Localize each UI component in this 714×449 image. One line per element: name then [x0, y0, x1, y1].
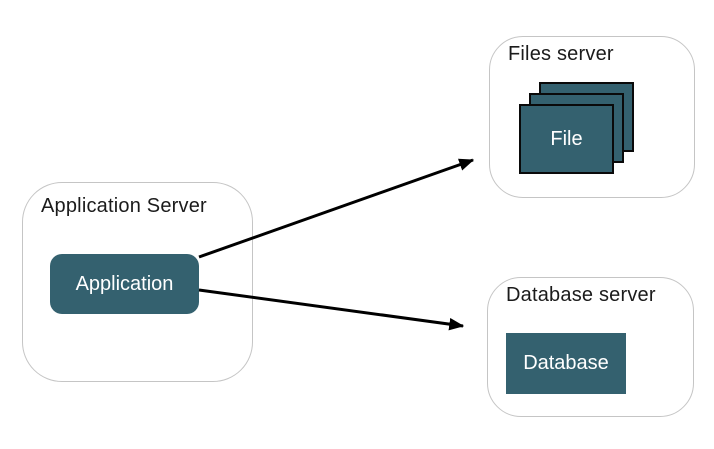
application-server-box: Application Server Application — [22, 182, 253, 382]
files-server-box: Files server File — [489, 36, 695, 198]
files-server-title: Files server — [508, 43, 614, 65]
database-server-title: Database server — [506, 284, 656, 306]
file-node: File — [519, 104, 614, 174]
application-node: Application — [50, 254, 199, 314]
application-server-title: Application Server — [41, 195, 207, 217]
database-node: Database — [506, 333, 626, 394]
database-server-box: Database server Database — [487, 277, 694, 417]
database-node-label: Database — [523, 352, 609, 374]
application-node-label: Application — [75, 272, 174, 295]
file-node-label: File — [550, 127, 583, 150]
